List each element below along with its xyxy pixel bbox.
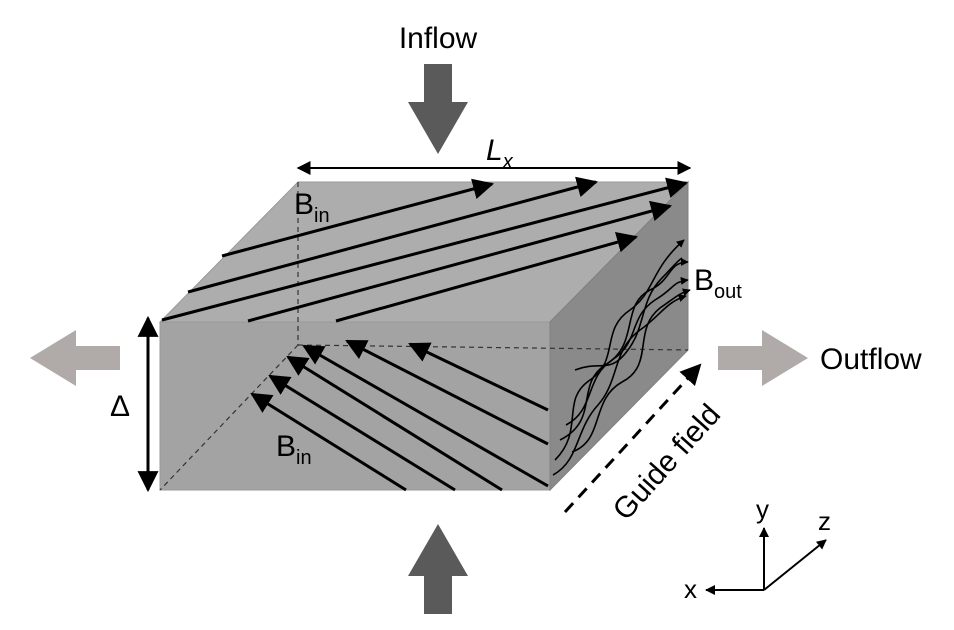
b-out-base: B: [694, 264, 714, 297]
b-out-label: Bout: [694, 264, 742, 303]
top-field-lines: [161, 176, 689, 323]
outflow-arrow-left: [30, 330, 120, 386]
axis-z-label: z: [818, 506, 831, 536]
b-in-top-sub: in: [314, 205, 330, 227]
guide-field-arrow: [563, 363, 702, 514]
outflow-label: Outflow: [820, 343, 922, 376]
inflow-arrow-top: [408, 64, 468, 154]
outflow-arrow-right: [718, 330, 808, 386]
inflow-label: Inflow: [399, 22, 478, 55]
axis-triad: [705, 527, 827, 595]
axis-x-label: x: [684, 574, 697, 604]
front-field-lines: [250, 339, 549, 492]
axis-z-arrow: [763, 539, 827, 591]
delta-label: Δ: [110, 390, 130, 423]
guide-field-label: Guide field: [607, 398, 728, 527]
tangled-field-lines: [552, 239, 691, 476]
b-in-front-base: B: [276, 430, 296, 463]
b-in-top-base: B: [294, 188, 314, 221]
b-out-sub: out: [714, 281, 742, 303]
axis-y-label: y: [756, 494, 769, 524]
b-in-top-label: Bin: [294, 188, 330, 227]
inflow-arrow-bottom: [408, 524, 468, 614]
b-in-front-label: Bin: [276, 430, 312, 469]
lx-label-base: L: [486, 134, 503, 167]
lx-label-sub: x: [502, 151, 514, 173]
b-in-front-sub: in: [296, 447, 312, 469]
lx-label: Lx: [486, 134, 514, 173]
